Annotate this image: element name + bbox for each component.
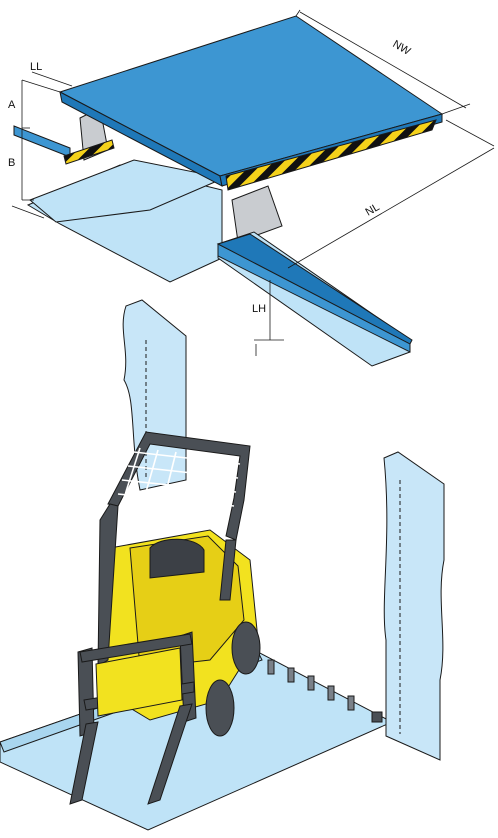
curtain-right [383,451,445,761]
forklift-seat [149,538,205,579]
label-b: B [8,157,15,169]
label-ll: LL [30,61,42,73]
hazard-stripe-right [225,119,437,191]
label-nl: NL [364,201,382,218]
label-a: A [8,99,16,111]
dock-rail-top [216,233,413,345]
hinge-tabs [267,659,355,711]
forklift-scene [0,299,445,831]
overhead-guard [97,431,251,667]
guard-grid [117,447,241,515]
forklift-forks [69,703,193,805]
curtain-base [371,711,383,723]
lip-plate [29,159,226,223]
label-nw: NW [391,38,413,58]
label-lh: LH [252,303,266,315]
dock-rail-right [217,243,411,353]
deck-top [58,15,444,177]
hazard-stripe-left [63,139,115,165]
pit-side-wall-right [231,185,283,243]
front-wheel [205,679,235,737]
forklift-carriage [95,647,183,717]
rear-wheel [231,621,261,675]
dock-leveler [13,15,444,367]
dimension-lines [11,9,495,356]
